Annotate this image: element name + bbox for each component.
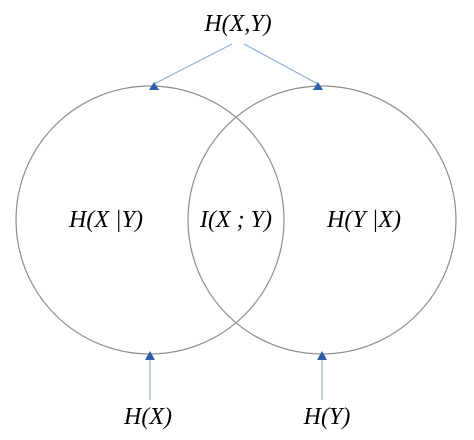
mutual-information-label: I(X ; Y) [200,207,272,233]
conditional-x-given-y-label: H(X |Y) [69,207,143,233]
arrowhead-joint-x [149,82,159,90]
entropy-x-label: H(X) [124,404,172,430]
joint-entropy-label: H(X,Y) [204,11,272,37]
connector-joint-to-x [153,43,233,85]
entropy-y-label: H(Y) [303,404,351,430]
conditional-y-given-x-label: H(Y |X) [327,207,401,233]
arrowhead-joint-y [313,82,323,90]
arrowhead-hy [317,351,327,360]
connector-joint-to-y [243,43,319,85]
arrowhead-hx [145,351,155,360]
